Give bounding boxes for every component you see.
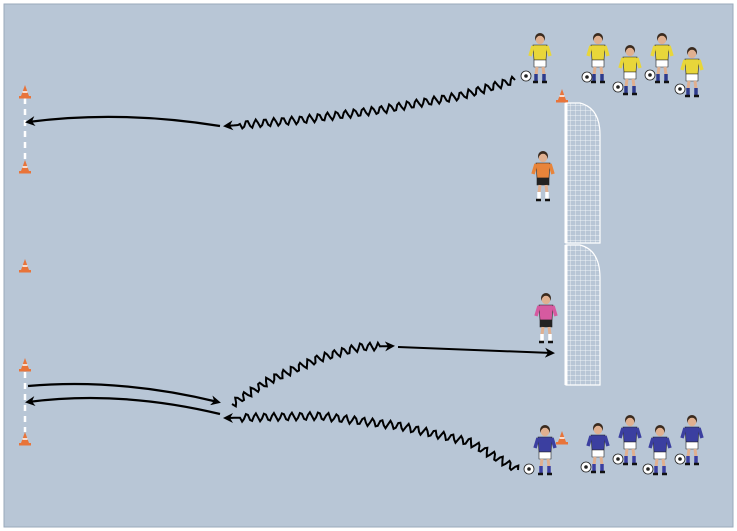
player-yellow [612,45,642,96]
soccer-ball-icon [612,81,624,93]
pitch-surface [3,3,734,528]
soccer-ball-icon [580,461,592,473]
dribble-path-middle [231,340,395,408]
cone [19,160,31,174]
soccer-ball-icon [674,453,686,465]
soccer-ball-icon [674,83,686,95]
dribble-path-top [223,74,516,131]
player-blue [612,415,642,466]
goalkeeper-pink [534,293,558,344]
goalkeeper-orange [531,151,555,202]
cone [19,358,31,372]
pass-arrow-lower-back [25,396,221,416]
cone [19,85,31,99]
soccer-ball-icon [523,463,535,475]
player-yellow [674,47,704,98]
soccer-ball-icon [612,453,624,465]
pass-arrow-top [25,115,221,128]
soccer-ball-icon [644,69,656,81]
player-blue-dribbler [523,425,557,476]
player-yellow-dribbler [520,33,552,84]
player-blue [642,425,672,476]
goal-bottom [564,244,601,386]
player-yellow [644,33,674,84]
cone [19,259,31,273]
dribble-path-bottom [223,410,520,472]
player-blue [580,423,610,474]
cone [19,432,31,446]
soccer-ball-icon [581,71,593,83]
pass-arrow-lower-out [27,382,221,406]
soccer-ball-icon [520,70,532,82]
goal-top [564,102,601,244]
cone [556,89,568,103]
shot-arrow [397,346,555,358]
soccer-ball-icon [642,463,654,475]
player-yellow [581,33,610,84]
player-blue [674,415,704,466]
cone [556,431,568,445]
